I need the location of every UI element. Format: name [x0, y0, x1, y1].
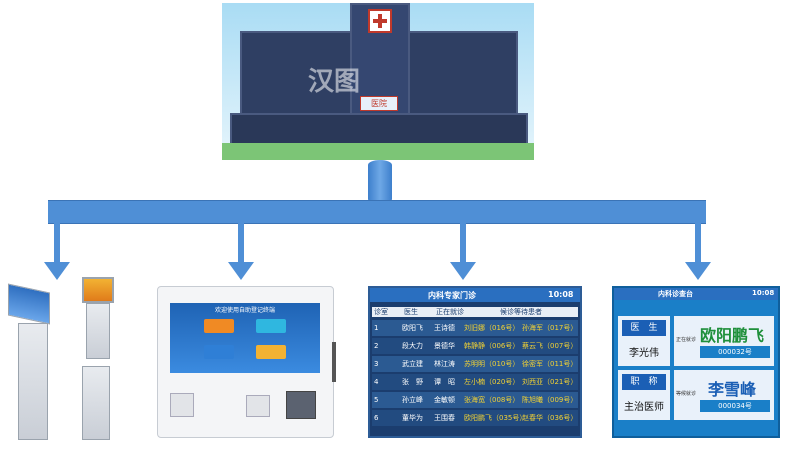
table-row: 2 段大力 景德华 韩静静（006号）蔡云飞（007号）	[372, 338, 578, 354]
row-doctor: 武立建	[402, 360, 423, 368]
row-waiting-1: 刘旧娜（016号）	[464, 324, 520, 332]
row-waiting-2: 陈旭曦（009号）	[522, 396, 578, 404]
row-number: 1	[374, 324, 379, 332]
row-current-patient: 金敏顿	[434, 396, 455, 404]
header-current: 正在就诊	[436, 308, 464, 316]
printer-slot	[170, 393, 194, 417]
doctor-info-card: 医 生 李光伟	[618, 316, 670, 366]
table-row: 4 张 野 谭 昭 左小楠（020号）刘西亚（021号）	[372, 374, 578, 390]
terminal-screen: 欢迎使用自助登记终端	[170, 303, 320, 373]
row-waiting-1: 欧阳鹏飞（035号）	[464, 414, 527, 422]
current-patient-card: 正在就诊 欧阳鹏飞 000032号	[674, 316, 774, 366]
arrow-down-icon	[685, 262, 711, 280]
distribution-bar	[48, 200, 706, 224]
queue-board: 内科专家门诊 10:08 诊室 医生 正在就诊 候诊等待患者 1 欧阳飞 王诗德 刘旧…	[368, 286, 582, 438]
hospital-sign: 医院	[360, 96, 398, 111]
row-waiting-2: 蔡云飞（007号）	[522, 342, 578, 350]
menu-tile	[204, 345, 234, 359]
menu-tile	[256, 319, 286, 333]
server-cylinder-icon	[368, 160, 392, 204]
header-waiting: 候诊等待患者	[500, 308, 542, 316]
watermark: 汉图	[308, 67, 361, 97]
branch-line-1	[54, 222, 60, 264]
branch-line-2	[238, 222, 244, 264]
doctor-name: 李光伟	[629, 348, 659, 359]
branch-line-4	[695, 222, 701, 264]
row-waiting-2: 刘西亚（021号）	[522, 378, 578, 386]
table-row: 5 孙立峰 金敏顿 张海宽（008号）陈旭曦（009号）	[372, 392, 578, 408]
row-doctor: 孙立峰	[402, 396, 423, 404]
row-number: 3	[374, 360, 379, 368]
header-room: 诊室	[374, 308, 388, 316]
table-row: 3 武立建 林江涛 苏明明（010号）徐密军（011号）	[372, 356, 578, 372]
arrow-down-icon	[228, 262, 254, 280]
waiting-patient: 李雪峰	[708, 380, 757, 399]
row-waiting-2: 赵春华（036号）	[522, 414, 578, 422]
hospital-cross-icon	[368, 9, 392, 33]
row-waiting-1: 苏明明（010号）	[464, 360, 520, 368]
row-current-patient: 林江涛	[434, 360, 455, 368]
row-waiting-2: 徐密军（011号）	[522, 360, 578, 368]
board-time: 10:08	[548, 290, 574, 299]
waiting-patient-card: 等候就诊 李雪峰 000034号	[674, 370, 774, 420]
row-number: 4	[374, 378, 379, 386]
scanner	[246, 395, 270, 417]
board-column-headers: 诊室 医生 正在就诊 候诊等待患者	[372, 307, 578, 317]
row-waiting-1: 左小楠（020号）	[464, 378, 520, 386]
title-info-card: 职 称 主治医师	[618, 370, 670, 420]
row-number: 5	[374, 396, 379, 404]
menu-tile	[256, 345, 286, 359]
row-doctor: 欧阳飞	[402, 324, 423, 332]
terminal-screen-title: 欢迎使用自助登记终端	[214, 307, 275, 314]
doctor-screen-header	[614, 288, 778, 300]
row-current-patient: 王围春	[434, 414, 455, 422]
arrow-down-icon	[44, 262, 70, 280]
current-label: 正在就诊	[676, 337, 697, 343]
row-number: 6	[374, 414, 379, 422]
doctor-screen-time: 10:08	[752, 289, 775, 297]
branch-line-3	[460, 222, 466, 264]
waiting-no: 000034号	[700, 400, 770, 412]
arrow-down-icon	[450, 262, 476, 280]
header-doctor: 医生	[404, 308, 418, 316]
row-current-patient: 谭 昭	[434, 378, 455, 386]
waiting-label: 等候就诊	[676, 391, 697, 397]
board-header	[370, 288, 580, 302]
doctor-label: 医 生	[622, 320, 666, 336]
row-doctor: 董毕为	[402, 414, 423, 422]
menu-tile	[204, 319, 234, 333]
title-value: 主治医师	[624, 402, 664, 413]
row-waiting-1: 张海宽（008号）	[464, 396, 520, 404]
keypad	[286, 391, 316, 419]
row-current-patient: 王诗德	[434, 324, 455, 332]
current-patient: 欧阳鹏飞	[700, 326, 765, 345]
row-waiting-2: 孙海军（017号）	[522, 324, 578, 332]
registration-terminal-image: 欢迎使用自助登记终端	[157, 286, 334, 438]
table-row: 6 董毕为 王围春 欧阳鹏飞（035号）赵春华（036号）	[372, 410, 578, 426]
current-no: 000032号	[700, 346, 770, 358]
row-doctor: 张 野	[402, 378, 423, 386]
floor-kiosk-image	[8, 283, 58, 440]
row-current-patient: 景德华	[434, 342, 455, 350]
row-number: 2	[374, 342, 379, 350]
row-waiting-1: 韩静静（006号）	[464, 342, 520, 350]
small-terminal-image	[80, 366, 110, 440]
terminal-side-handle	[332, 342, 336, 382]
row-doctor: 段大力	[402, 342, 423, 350]
left-wing	[240, 31, 354, 120]
table-row: 1 欧阳飞 王诗德 刘旧娜（016号）孙海军（017号）	[372, 320, 578, 336]
title-label: 职 称	[622, 374, 666, 390]
right-wing	[404, 31, 518, 120]
hospital-building-image: 医院 汉图	[222, 3, 534, 160]
small-kiosk-image	[82, 277, 114, 359]
board-title: 内科专家门诊	[428, 291, 476, 300]
lawn	[222, 143, 534, 160]
doctor-screen-title: 内科诊查台	[658, 290, 693, 298]
doctor-screen: 内科诊查台 10:08 医 生 李光伟 职 称 主治医师 正在就诊 欧阳鹏飞 0…	[612, 286, 780, 438]
